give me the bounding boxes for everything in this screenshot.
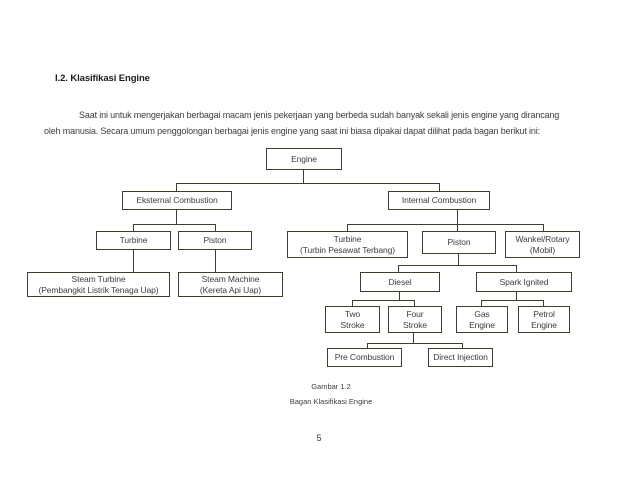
connector-internal-branch	[347, 210, 544, 231]
node-piston-internal-label: Piston	[447, 237, 471, 247]
figure-caption-number: Gambar 1.2	[311, 382, 351, 391]
node-steam-turbine-sublabel: (Pembangkit Listrik Tenaga Uap)	[38, 284, 159, 295]
figure-caption: Gambar 1.2 Bagan Klasifikasi Engine	[231, 382, 431, 406]
node-eksternal-combustion: Eksternal Combustion	[122, 191, 232, 210]
connector-diesel-branch	[352, 292, 415, 306]
node-gas-engine: Gas Engine	[456, 306, 508, 333]
node-spark-ignited-label: Spark Ignited	[499, 276, 549, 287]
node-gas-engine-label: Gas	[474, 308, 490, 319]
body-paragraph: Saat ini untuk mengerjakan berbagai maca…	[44, 108, 559, 139]
node-spark-ignited: Spark Ignited	[476, 272, 572, 292]
node-direct-injection-label: Direct Injection	[433, 352, 488, 362]
node-turbine-eksternal: Turbine	[96, 231, 171, 250]
node-two-stroke-sublabel: Stroke	[340, 319, 365, 330]
node-direct-injection: Direct Injection	[428, 348, 493, 367]
node-diesel-label: Diesel	[388, 276, 412, 287]
node-turbine-internal-sublabel: (Turbin Pesawat Terbang)	[300, 244, 395, 255]
node-four-stroke-sublabel: Stroke	[403, 319, 427, 330]
node-steam-machine-label: Steam Machine	[201, 273, 260, 284]
node-piston-internal: Piston	[422, 231, 496, 254]
node-turbine-internal: Turbine (Turbin Pesawat Terbang)	[287, 231, 408, 258]
connector-four-stroke-branch	[367, 333, 463, 348]
node-four-stroke: Four Stroke	[388, 306, 442, 333]
node-diesel: Diesel	[360, 272, 440, 292]
connector-engine-branch	[176, 170, 440, 191]
node-four-stroke-label: Four	[406, 308, 424, 319]
connector-spark-ignited-branch	[481, 292, 544, 306]
node-petrol-engine-label: Petrol	[533, 308, 555, 319]
node-steam-machine: Steam Machine (Kereta Api Uap)	[178, 272, 283, 297]
node-pre-combustion: Pre Combustion	[327, 348, 402, 367]
node-wankel-rotary: Wankel/Rotary (Mobil)	[505, 231, 580, 258]
node-wankel-rotary-sublabel: (Mobil)	[529, 244, 556, 255]
node-two-stroke-label: Two	[344, 308, 361, 319]
paragraph-line-1: Saat ini untuk mengerjakan berbagai maca…	[79, 110, 560, 120]
connector-eksternal-branch	[133, 210, 216, 231]
node-internal-combustion-label: Internal Combustion	[401, 195, 477, 205]
node-petrol-engine-sublabel: Engine	[531, 319, 557, 330]
node-turbine-internal-label: Turbine	[333, 233, 362, 244]
node-engine-label: Engine	[291, 153, 317, 164]
node-internal-combustion: Internal Combustion	[388, 191, 490, 210]
node-wankel-rotary-label: Wankel/Rotary	[515, 233, 570, 244]
section-heading: I.2. Klasifikasi Engine	[55, 73, 150, 84]
node-gas-engine-sublabel: Engine	[469, 319, 495, 330]
node-steam-turbine-label: Steam Turbine	[71, 273, 126, 284]
node-steam-turbine: Steam Turbine (Pembangkit Listrik Tenaga…	[27, 272, 170, 297]
node-turbine-eksternal-label: Turbine	[119, 235, 148, 245]
node-eksternal-combustion-label: Eksternal Combustion	[136, 195, 218, 205]
node-petrol-engine: Petrol Engine	[518, 306, 570, 333]
node-piston-eksternal-label: Piston	[203, 235, 227, 245]
node-two-stroke: Two Stroke	[325, 306, 380, 333]
node-piston-eksternal: Piston	[178, 231, 252, 250]
connector-piston-internal-branch	[398, 254, 517, 272]
node-pre-combustion-label: Pre Combustion	[334, 352, 395, 362]
node-steam-machine-sublabel: (Kereta Api Uap)	[199, 284, 262, 295]
node-engine: Engine	[266, 148, 342, 170]
paragraph-line-2: oleh manusia. Secara umum penggolongan b…	[44, 125, 540, 136]
figure-caption-title: Bagan Klasifikasi Engine	[289, 397, 373, 406]
page-number: 5	[316, 433, 322, 443]
